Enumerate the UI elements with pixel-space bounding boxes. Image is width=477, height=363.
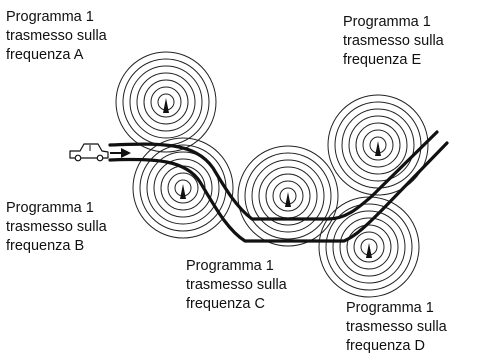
- label-line: trasmesso sulla: [343, 33, 444, 49]
- label-frequency-b: Programma 1 trasmesso sulla frequenza B: [6, 199, 107, 256]
- label-line: Programma 1: [6, 9, 94, 25]
- label-line: trasmesso sulla: [6, 219, 107, 235]
- label-frequency-d: Programma 1 trasmesso sulla frequenza D: [346, 299, 447, 356]
- label-line: frequenza E: [343, 52, 422, 68]
- coverage-rings-d: [318, 196, 420, 298]
- road-edge-upper: [108, 130, 439, 221]
- label-line: trasmesso sulla: [6, 28, 107, 44]
- transmitter-c: [237, 145, 339, 247]
- label-frequency-c: Programma 1 trasmesso sulla frequenza C: [186, 257, 287, 314]
- road-edge-lower: [108, 141, 449, 243]
- label-line: frequenza C: [186, 296, 265, 312]
- label-line: frequenza D: [346, 338, 425, 354]
- label-line: Programma 1: [346, 300, 434, 316]
- road: [108, 130, 449, 243]
- label-line: frequenza B: [6, 238, 85, 254]
- transmitter-b: [132, 137, 234, 239]
- car-icon: [69, 143, 109, 162]
- arrow-right-icon: [110, 148, 131, 158]
- label-line: Programma 1: [6, 200, 94, 216]
- antenna-icon: [180, 184, 186, 199]
- label-frequency-a: Programma 1 trasmesso sulla frequenza A: [6, 8, 107, 65]
- label-line: Programma 1: [343, 14, 431, 30]
- label-line: Programma 1: [186, 258, 274, 274]
- label-line: trasmesso sulla: [186, 277, 287, 293]
- antenna-icon: [285, 192, 291, 207]
- label-frequency-e: Programma 1 trasmesso sulla frequenza E: [343, 13, 444, 70]
- antenna-icon: [375, 141, 381, 156]
- transmitter-d: [318, 196, 420, 298]
- transmitter-a: [115, 51, 217, 153]
- label-line: trasmesso sulla: [346, 319, 447, 335]
- coverage-rings-a: [115, 51, 217, 153]
- label-line: frequenza A: [6, 47, 84, 63]
- antenna-icon: [366, 243, 372, 258]
- antenna-icon: [163, 98, 169, 113]
